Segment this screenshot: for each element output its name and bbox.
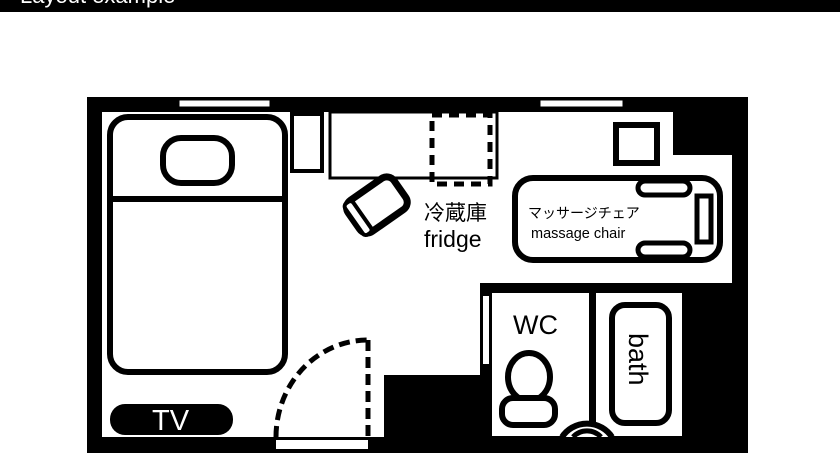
bed-icon bbox=[107, 114, 288, 375]
nightstand-icon bbox=[290, 112, 324, 173]
chair-icon bbox=[342, 173, 411, 238]
page-title: Layout example bbox=[20, 0, 175, 8]
bathtub-icon bbox=[609, 302, 672, 426]
pillow-icon bbox=[160, 135, 235, 186]
title-bar: Layout example bbox=[0, 0, 840, 12]
massage-chair-icon bbox=[512, 175, 723, 263]
massage-chair-label-en: massage chair bbox=[531, 226, 625, 242]
toilet-icon bbox=[499, 350, 558, 428]
fridge-icon bbox=[429, 112, 493, 187]
entrance-door-icon[interactable] bbox=[274, 438, 370, 451]
wc-label: WC bbox=[513, 310, 558, 340]
sink-icon bbox=[559, 420, 615, 439]
fridge-label-ja: 冷蔵庫 bbox=[424, 202, 487, 225]
window-icon bbox=[539, 99, 624, 108]
bathroom-door-icon bbox=[481, 294, 491, 366]
tv-icon bbox=[110, 404, 233, 435]
massage-chair-label-ja: マッサージチェア bbox=[528, 205, 640, 221]
door-swing-icon[interactable] bbox=[273, 337, 371, 451]
fridge-label-en: fridge bbox=[424, 226, 482, 252]
cabinet-icon bbox=[613, 122, 660, 166]
tv-label: TV bbox=[152, 405, 190, 437]
window-icon bbox=[178, 99, 271, 108]
bathroom-divider-wall bbox=[589, 290, 596, 440]
bath-label: bath bbox=[623, 333, 653, 386]
desk-icon bbox=[328, 110, 499, 180]
